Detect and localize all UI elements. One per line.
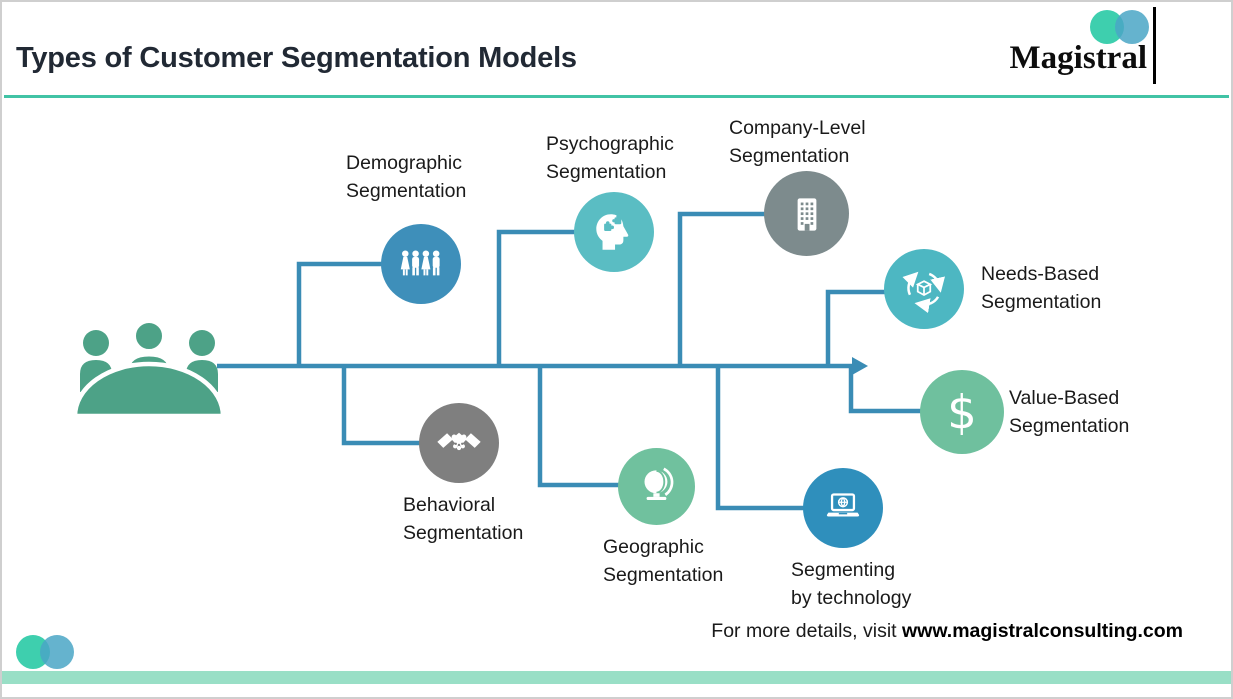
node-company-level [764,171,849,256]
node-demographic [381,224,461,304]
node-technology [803,468,883,548]
label-needs-based: Needs-Based Segmentation [981,263,1102,313]
node-psychographic [574,192,654,272]
audience-icon [74,322,224,417]
handshake-icon [437,432,481,451]
label-company-level: Company-Level Segmentation [729,117,866,167]
header-divider [4,95,1229,98]
laptop-icon [826,493,860,517]
label-geographic: Geographic Segmentation [603,536,724,586]
footer-note-prefix: For more details, visit [711,620,902,642]
footer-band [2,671,1231,684]
brand-vertical-bar [1153,7,1156,84]
label-value-based: Value-Based Segmentation [1009,387,1130,437]
label-technology: Segmenting by technology [791,559,912,609]
people-group-icon [400,250,440,276]
page-title: Types of Customer Segmentation Models [16,42,577,74]
globe-icon [644,467,673,500]
building-icon [797,197,816,231]
box-cycle-icon [902,271,945,314]
node-value-based: $ [920,370,1004,454]
footer-note: For more details, visit www.magistralcon… [711,620,1183,643]
brand-logo-circles-icon [1090,10,1149,44]
arrowhead-icon [852,357,868,375]
footer-logo-circles-icon [16,635,74,669]
node-behavioral [419,403,499,483]
footer-note-link: www.magistralconsulting.com [902,620,1183,642]
label-psychographic: Psychographic Segmentation [546,133,674,183]
brand-name: Magistral [1009,40,1147,76]
svg-text:$: $ [947,386,977,440]
node-geographic [618,448,695,525]
label-demographic: Demographic Segmentation [346,152,467,202]
label-behavioral: Behavioral Segmentation [403,494,524,544]
dollar-icon: $ [947,386,977,440]
head-puzzle-icon [596,214,629,250]
node-needs-based [884,249,964,329]
